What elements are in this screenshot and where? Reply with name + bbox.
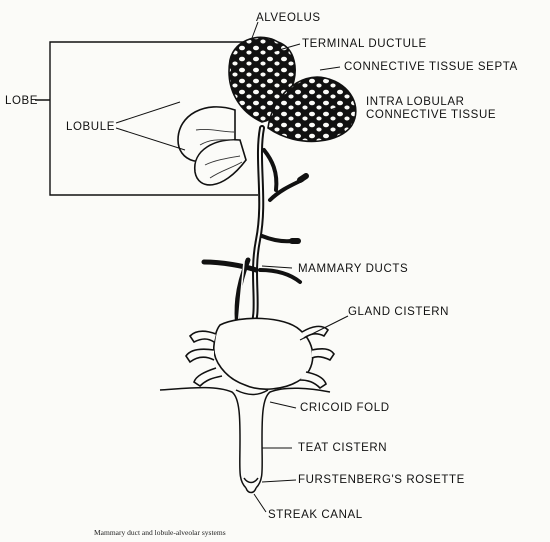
mammary-ducts-label: MAMMARY DUCTS bbox=[298, 263, 408, 275]
terminal-ductule-label: TERMINAL DUCTULE bbox=[302, 38, 427, 50]
intra-lobular-connective-tissue-label: CONNECTIVE TISSUE bbox=[366, 109, 496, 121]
lobule-dark bbox=[229, 37, 356, 141]
figure-caption: Mammary duct and lobule-alveolar systems bbox=[94, 528, 226, 537]
alveolus-label: ALVEOLUS bbox=[256, 12, 321, 24]
gland-cistern-label: GLAND CISTERN bbox=[348, 306, 449, 318]
streak-canal-label: STREAK CANAL bbox=[268, 509, 363, 521]
gland-cistern bbox=[186, 318, 334, 389]
intra-lobular-label: INTRA LOBULAR bbox=[366, 96, 465, 108]
lobe-label: LOBE bbox=[5, 95, 38, 107]
cricoid-fold-label: CRICOID FOLD bbox=[300, 402, 390, 414]
connective-tissue-septa-label: CONNECTIVE TISSUE SEPTA bbox=[344, 61, 518, 73]
lobule-light bbox=[178, 107, 246, 185]
teat-cistern-label: TEAT CISTERN bbox=[298, 442, 387, 454]
furstenbergs-rosette-label: FURSTENBERG'S ROSETTE bbox=[298, 474, 465, 486]
lobule-label: LOBULE bbox=[66, 121, 115, 133]
